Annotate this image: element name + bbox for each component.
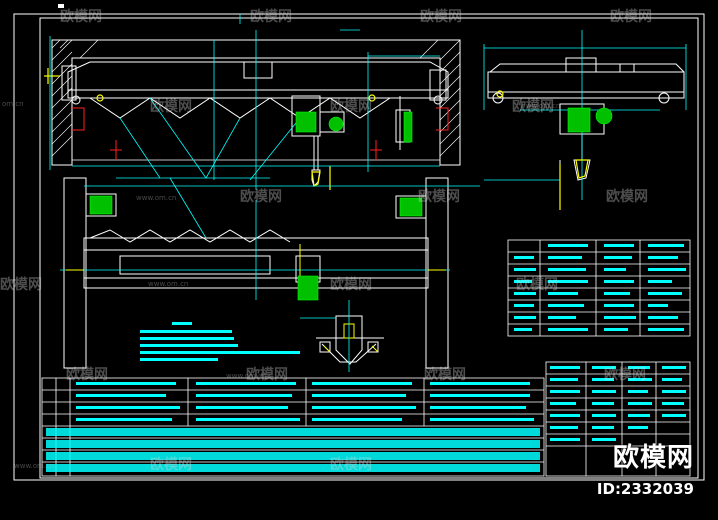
watermark-5: 欧模网 bbox=[150, 99, 192, 115]
watermark-3: 欧模网 bbox=[420, 9, 462, 25]
watermark-4: 欧模网 bbox=[610, 9, 652, 25]
watermark-url-6: www.om.cn bbox=[520, 102, 561, 110]
watermark-11: 欧模网 bbox=[0, 277, 42, 293]
plan-green-parts bbox=[89, 195, 423, 301]
detail-cyan bbox=[300, 300, 350, 372]
plan-cyan-dimensions bbox=[60, 177, 480, 300]
specification-table bbox=[507, 239, 691, 337]
front-green-parts bbox=[295, 111, 413, 143]
watermark-12: 欧模网 bbox=[330, 277, 372, 293]
brand-logo: 欧模网 bbox=[612, 443, 694, 473]
watermark-17: 欧模网 bbox=[604, 367, 646, 383]
watermark-15: 欧模网 bbox=[246, 367, 288, 383]
specification-table-fill bbox=[514, 244, 686, 331]
brand-id-label: ID:2332039 bbox=[596, 480, 694, 498]
watermark-url-4: www.om.cn bbox=[226, 372, 267, 380]
watermark-7: 欧模网 bbox=[512, 99, 554, 115]
inner-border bbox=[39, 17, 699, 479]
watermark-19: 欧模网 bbox=[330, 457, 372, 473]
corner-marker bbox=[58, 4, 64, 8]
watermark-1: 欧模网 bbox=[60, 9, 102, 25]
watermark-13: 欧模网 bbox=[516, 277, 558, 293]
watermark-6: 欧模网 bbox=[330, 99, 372, 115]
front-cyan-dimensions bbox=[49, 14, 440, 190]
watermark-url-1: om.cn bbox=[2, 100, 24, 108]
watermark-10: 欧模网 bbox=[606, 189, 648, 205]
side-elevation-view bbox=[487, 57, 685, 210]
watermark-url-3: www.om.cn bbox=[148, 280, 189, 288]
watermark-18: 欧模网 bbox=[150, 457, 192, 473]
parts-list-fill bbox=[46, 382, 540, 472]
watermark-9: 欧模网 bbox=[418, 189, 460, 205]
front-red-markers bbox=[72, 107, 449, 160]
detail-section-view bbox=[316, 315, 384, 365]
watermark-8: 欧模网 bbox=[240, 189, 282, 205]
title-block bbox=[545, 361, 691, 477]
watermark-url-5: www.om.cn bbox=[14, 462, 55, 470]
side-yellow-markers bbox=[496, 90, 589, 210]
outer-border bbox=[13, 13, 705, 481]
watermark-14: 欧模网 bbox=[66, 367, 108, 383]
watermark-url-2: www.om.cn bbox=[136, 194, 177, 202]
watermark-2: 欧模网 bbox=[250, 9, 292, 25]
side-green-parts bbox=[567, 107, 613, 133]
watermark-16: 欧模网 bbox=[424, 367, 466, 383]
title-block-fill bbox=[550, 366, 686, 441]
parts-list-table bbox=[41, 377, 545, 477]
technical-notes-block bbox=[140, 322, 300, 361]
